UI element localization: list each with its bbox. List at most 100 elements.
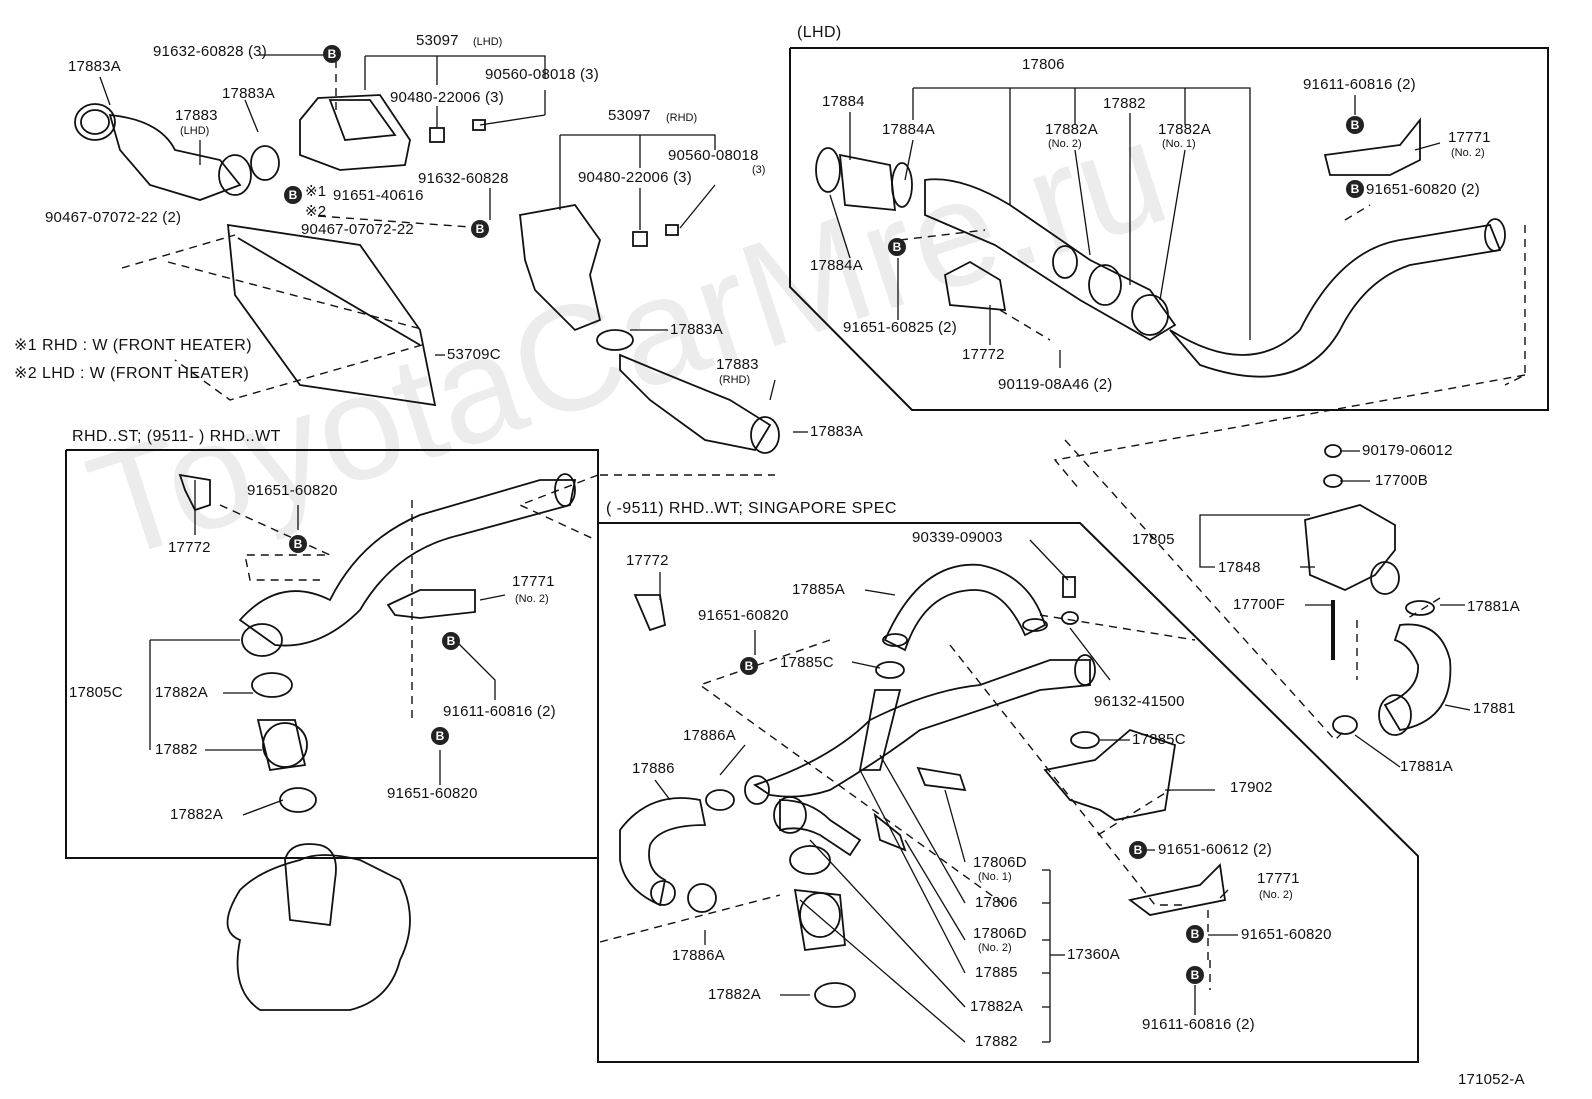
part-label: 17883A (222, 85, 275, 102)
part-label: 91611-60816 (2) (1303, 76, 1416, 93)
part-label: 17881A (1400, 758, 1453, 775)
part-label: 91632-60828 (418, 170, 509, 187)
part-label: 17848 (1218, 559, 1261, 576)
part-label: 17771 (512, 573, 555, 590)
part-label: 17881 (1473, 700, 1516, 717)
b-mark-icon: B (289, 535, 307, 553)
part-label: 90560-08018 (3) (485, 66, 599, 83)
part-sublabel: (LHD) (473, 36, 503, 48)
part-label: 17886A (683, 727, 736, 744)
part-label: 17882 (155, 741, 198, 758)
part-label: 17806D (973, 854, 1027, 871)
part-label: 17883 (175, 107, 218, 124)
rhd-wt-box-caption: ( -9511) RHD..WT; SINGAPORE SPEC (606, 500, 897, 517)
part-label: 17884A (810, 257, 863, 274)
b-mark-icon: B (1346, 180, 1364, 198)
note-1: ※1 RHD : W (FRONT HEATER) (14, 337, 252, 354)
part-label: 90480-22006 (3) (390, 89, 504, 106)
part-label: ※2 (305, 203, 327, 220)
part-label: 17700F (1233, 596, 1286, 613)
b-mark-icon: B (1186, 966, 1204, 984)
part-label: 17885A (792, 581, 845, 598)
part-sublabel: (No. 2) (1259, 889, 1293, 901)
part-label: 17902 (1230, 779, 1273, 796)
b-mark-icon: B (1346, 116, 1364, 134)
part-label: 17772 (962, 346, 1005, 363)
part-label: 90179-06012 (1362, 442, 1453, 459)
b-mark-icon: B (323, 45, 341, 63)
part-sublabel: (No. 2) (978, 942, 1012, 954)
part-label: 17881A (1467, 598, 1520, 615)
part-label: 91651-60820 (247, 482, 338, 499)
part-label: 91651-60612 (2) (1158, 841, 1272, 858)
b-mark-icon: B (284, 186, 302, 204)
lhd-box-frame (789, 47, 1549, 411)
part-label: 17806 (975, 894, 1018, 911)
part-label: 91651-60820 (698, 607, 789, 624)
part-label: 17885C (780, 654, 834, 671)
part-label: 17882 (1103, 95, 1146, 112)
part-label: 17882A (155, 684, 208, 701)
rhd-st-box-frame (65, 449, 599, 859)
part-sublabel: (3) (752, 164, 766, 176)
part-label: 17882A (1045, 121, 1098, 138)
part-label: 17882A (970, 998, 1023, 1015)
part-label: 17771 (1448, 129, 1491, 146)
part-label: 90560-08018 (668, 147, 759, 164)
part-label: 91651-40616 (333, 187, 424, 204)
part-label: 91651-60820 (1241, 926, 1332, 943)
part-label: 17805 (1132, 531, 1175, 548)
part-label: 91651-60820 (387, 785, 478, 802)
part-label: 17882 (975, 1033, 1018, 1050)
note-2: ※2 LHD : W (FRONT HEATER) (14, 365, 250, 382)
part-label: 90339-09003 (912, 529, 1003, 546)
part-label: 90467-07072-22 (301, 221, 414, 238)
part-label: 53709C (447, 346, 501, 363)
part-label: 17700B (1375, 472, 1428, 489)
part-label: 17806 (1022, 56, 1065, 73)
part-sublabel: (No. 1) (1162, 138, 1196, 150)
part-label: 17883 (716, 356, 759, 373)
part-label: 17885 (975, 964, 1018, 981)
part-label: 17883A (670, 321, 723, 338)
b-mark-icon: B (471, 220, 489, 238)
b-mark-icon: B (1186, 925, 1204, 943)
b-mark-icon: B (431, 727, 449, 745)
part-sublabel: (No. 2) (1048, 138, 1082, 150)
part-label: 17884 (822, 93, 865, 110)
part-label: 17772 (168, 539, 211, 556)
part-sublabel: (No. 1) (978, 871, 1012, 883)
rhd-st-box-caption: RHD..ST; (9511- ) RHD..WT (72, 428, 281, 445)
part-label: 17882A (708, 986, 761, 1003)
leader-lines (99, 54, 1471, 1043)
part-label: 17772 (626, 552, 669, 569)
part-label: 17771 (1257, 870, 1300, 887)
part-label: 91611-60816 (2) (443, 703, 556, 720)
part-label: 17882A (170, 806, 223, 823)
part-label: 17806D (973, 925, 1027, 942)
part-label: 53097 (608, 107, 651, 124)
part-label: 91611-60816 (2) (1142, 1016, 1255, 1033)
b-mark-icon: B (442, 632, 460, 650)
part-label: 53097 (416, 32, 459, 49)
b-mark-icon: B (888, 238, 906, 256)
part-label: 17805C (69, 684, 123, 701)
part-label: 17886 (632, 760, 675, 777)
part-label: 17883A (810, 423, 863, 440)
part-label: 91651-60825 (2) (843, 319, 957, 336)
part-sublabel: (RHD) (719, 374, 751, 386)
part-label: 17885C (1132, 731, 1186, 748)
part-drawings (74, 94, 1506, 1011)
part-label: 90467-07072-22 (2) (45, 209, 182, 226)
part-label: 96132-41500 (1094, 693, 1185, 710)
part-sublabel: (RHD) (666, 112, 698, 124)
part-label: 90480-22006 (3) (578, 169, 692, 186)
part-label: 91651-60820 (2) (1366, 181, 1480, 198)
part-label: 17883A (68, 58, 121, 75)
part-label: 17360A (1067, 946, 1120, 963)
b-mark-icon: B (740, 657, 758, 675)
part-label: 17886A (672, 947, 725, 964)
rhd-wt-box-frame (597, 522, 1419, 1063)
